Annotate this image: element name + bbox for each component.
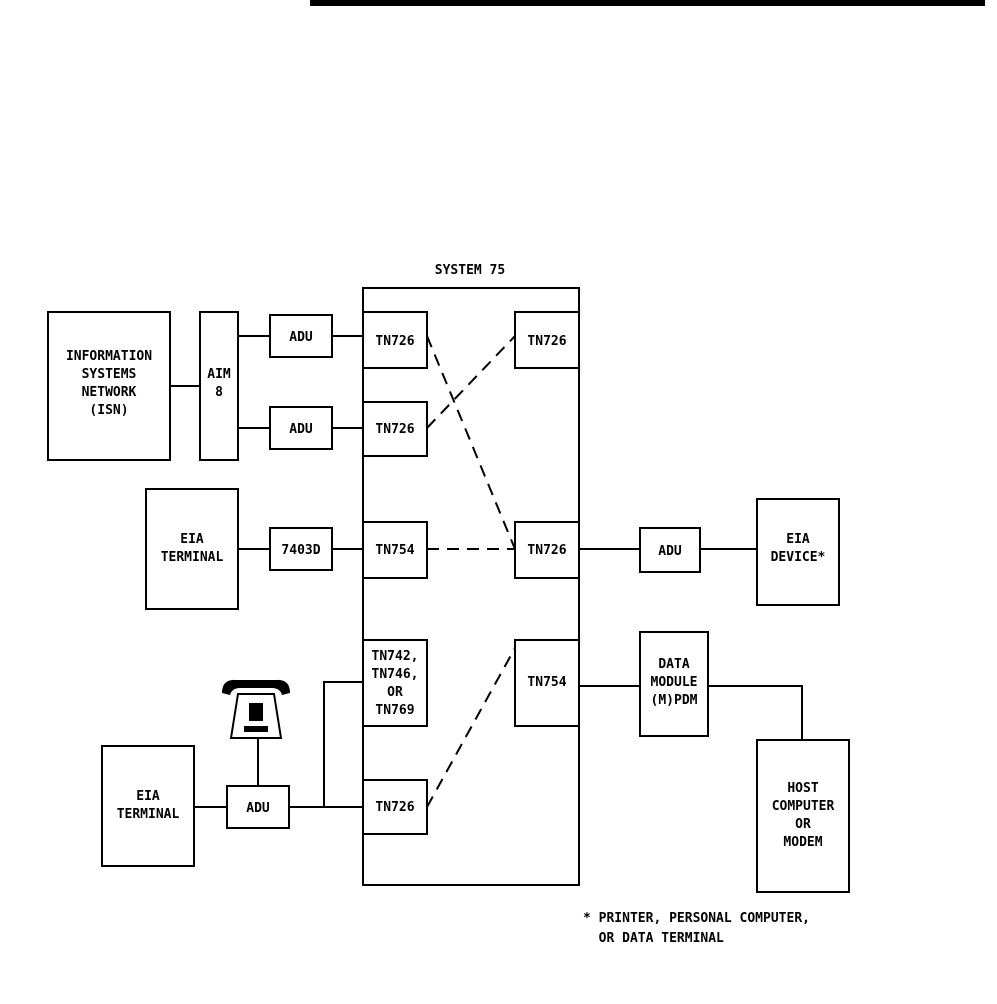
- adu-box-1: ADU: [269, 314, 333, 358]
- system-75-title: SYSTEM 75: [435, 263, 505, 278]
- host-computer-line-2: COMPUTER: [772, 799, 835, 814]
- tn726-board-left-3: TN726: [362, 779, 428, 835]
- tn726-board-right-2: TN726: [514, 521, 580, 579]
- eia-terminal-1-line-1: EIA: [180, 532, 204, 547]
- host-computer-box: HOST COMPUTER OR MODEM: [756, 739, 850, 893]
- footnote-line-1: * PRINTER, PERSONAL COMPUTER,: [583, 911, 810, 926]
- tn726-board-right-1: TN726: [514, 311, 580, 369]
- eia-terminal-1-line-2: TERMINAL: [161, 550, 224, 565]
- adu-label-1: ADU: [289, 330, 313, 345]
- tn742-label-line-2: TN746,: [372, 667, 419, 682]
- eia-terminal-box-2: EIA TERMINAL: [101, 745, 195, 867]
- footnote-line-2: OR DATA TERMINAL: [583, 931, 724, 946]
- tn742-label-line-1: TN742,: [372, 649, 419, 664]
- adu-label-2: ADU: [289, 422, 313, 437]
- isn-label-line-4: (ISN): [89, 403, 128, 418]
- eia-device-line-1: EIA: [786, 532, 810, 547]
- tn742-board-group: TN742, TN746, OR TN769: [362, 639, 428, 727]
- tn754-board-left: TN754: [362, 521, 428, 579]
- tn754-label-right: TN754: [527, 675, 566, 690]
- eia-terminal-box-1: EIA TERMINAL: [145, 488, 239, 610]
- 7403d-box: 7403D: [269, 527, 333, 571]
- internal-cross-connections: [426, 335, 516, 808]
- eia-terminal-2-line-2: TERMINAL: [117, 807, 180, 822]
- adu-box-bottom: ADU: [226, 785, 290, 829]
- tn726-board-left-2: TN726: [362, 401, 428, 457]
- adu-box-right: ADU: [639, 527, 701, 573]
- eia-terminal-2-line-1: EIA: [136, 789, 160, 804]
- data-module-line-1: DATA: [658, 657, 689, 672]
- tn726-label-left-3: TN726: [375, 800, 414, 815]
- host-computer-line-4: MODEM: [783, 835, 822, 850]
- aim-label-line-2: 8: [215, 385, 223, 400]
- aim-8-box: AIM 8: [199, 311, 239, 461]
- isn-label-line-3: NETWORK: [82, 385, 137, 400]
- connection-lines: [170, 335, 803, 808]
- tn726-label-right-1: TN726: [527, 334, 566, 349]
- data-module-box: DATA MODULE (M)PDM: [639, 631, 709, 737]
- data-module-line-2: MODULE: [651, 675, 698, 690]
- eia-device-line-2: DEVICE*: [771, 550, 826, 565]
- isn-label-line-1: INFORMATION: [66, 349, 152, 364]
- host-computer-line-3: OR: [795, 817, 811, 832]
- host-computer-line-1: HOST: [787, 781, 818, 796]
- tn742-label-line-3: OR: [387, 685, 403, 700]
- tn742-label-line-4: TN769: [375, 703, 414, 718]
- header-rule: [310, 0, 985, 6]
- tn726-board-left-1: TN726: [362, 311, 428, 369]
- eia-device-box: EIA DEVICE*: [756, 498, 840, 606]
- 7403d-label: 7403D: [281, 543, 320, 558]
- tn726-label-left-2: TN726: [375, 422, 414, 437]
- isn-label-line-2: SYSTEMS: [82, 367, 137, 382]
- adu-label-right: ADU: [658, 544, 682, 559]
- adu-label-bottom: ADU: [246, 801, 270, 816]
- tn754-label-left: TN754: [375, 543, 414, 558]
- adu-box-2: ADU: [269, 406, 333, 450]
- aim-label-line-1: AIM: [207, 367, 231, 382]
- tn726-label-right-2: TN726: [527, 543, 566, 558]
- telephone-icon: [222, 679, 290, 739]
- data-module-line-3: (M)PDM: [651, 693, 698, 708]
- tn754-board-right: TN754: [514, 639, 580, 727]
- tn726-label-left-1: TN726: [375, 334, 414, 349]
- isn-box: INFORMATION SYSTEMS NETWORK (ISN): [47, 311, 171, 461]
